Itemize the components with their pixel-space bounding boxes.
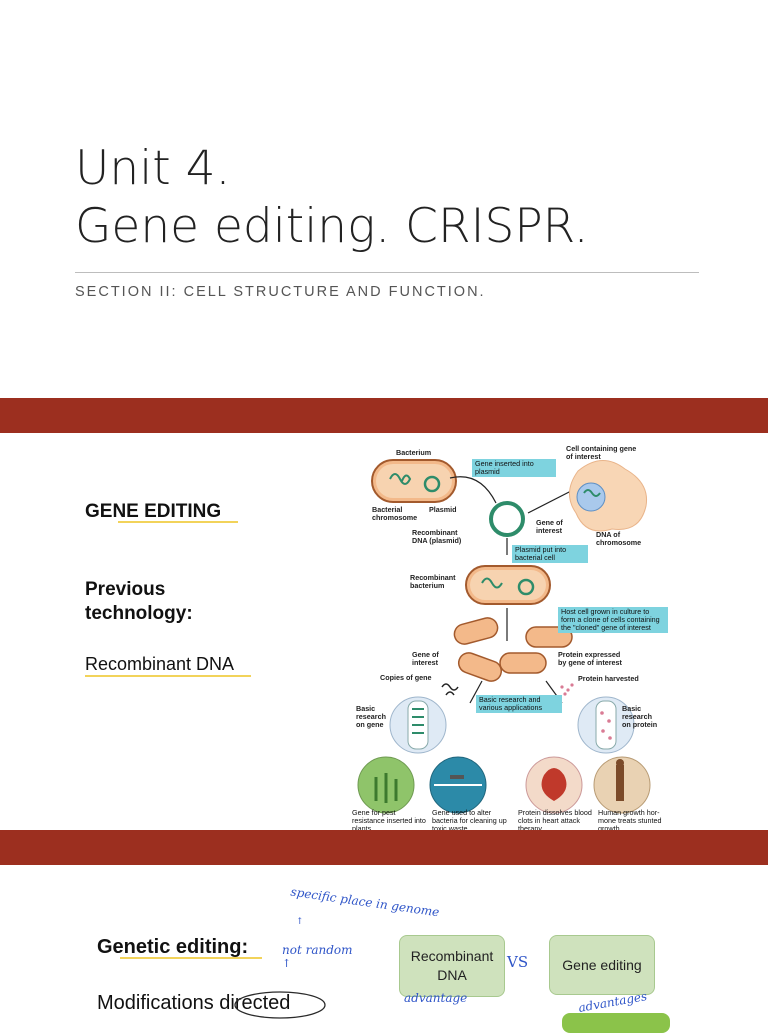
- label-recombinant-bacterium: Recombinant bacterium: [410, 573, 456, 590]
- slide2-heading: GENE EDITING: [85, 501, 222, 522]
- label-recombinant-dna: Recombinant DNA (plasmid): [412, 528, 462, 545]
- label-basic-research-protein: Basic research on protein: [622, 704, 658, 729]
- highlight-underline-2: [85, 675, 251, 677]
- label-protein-harvested: Protein harvested: [578, 674, 639, 683]
- partial-green-box: [562, 1013, 670, 1033]
- previous-line-1: Previous: [85, 579, 166, 600]
- label-copies-of-gene: Copies of gene: [380, 673, 432, 682]
- step-4-callout: Basic research and various applications: [476, 695, 562, 713]
- slide3-heading: Genetic editing:: [97, 936, 249, 958]
- ink-specific-place: specific place in genome: [289, 884, 441, 920]
- ink-arrow-up-2: ↑: [282, 957, 292, 970]
- slide-title: Unit 4. Gene editing. CRISPR.: [75, 140, 589, 256]
- caption-toxic-waste: Gene used to alter bacteria for cleaning…: [432, 808, 507, 833]
- title-line-2: Gene editing. CRISPR.: [75, 199, 589, 254]
- slide-separator-bar: [0, 398, 768, 433]
- label-bacterium: Bacterium: [396, 448, 432, 457]
- gene-editing-box: Gene editing: [549, 935, 655, 995]
- label-gene-of-interest-2: Gene of interest: [412, 650, 439, 667]
- step-3-callout: Host cell grown in culture to form a clo…: [558, 607, 668, 633]
- ink-arrow-up: ↑: [296, 917, 304, 927]
- previous-line-2: technology:: [85, 603, 193, 624]
- recombinant-dna-text: Recombinant DNA: [85, 654, 235, 674]
- label-protein-expressed: Protein expressed by gene of interest: [558, 650, 622, 667]
- caption-pest-resistance: Gene for pest resistance inserted into p…: [352, 808, 426, 833]
- caption-blood-clots: Protein dissolves blood clots in heart a…: [518, 808, 592, 833]
- title-slide: Unit 4. Gene editing. CRISPR. SECTION II…: [0, 0, 768, 398]
- step-1-callout: Gene inserted into plasmid: [472, 459, 556, 477]
- slide-separator-bar-2: [0, 830, 768, 865]
- ink-not-random: not random: [282, 943, 353, 957]
- ink-advantage: advantage: [404, 991, 468, 1005]
- vs-ink: VS: [507, 953, 529, 971]
- genetic-editing-slide: Genetic editing: Modifications directed …: [0, 865, 768, 1033]
- circled-word-ink: [234, 991, 326, 1019]
- previous-technology: Previous technology:: [85, 578, 193, 626]
- label-gene-of-interest: Gene of interest: [536, 518, 563, 535]
- highlight-underline: [118, 521, 238, 523]
- caption-growth-hormone: Human growth hor- mone treats stunted gr…: [598, 808, 662, 833]
- recombinant-dna-box: Recombinant DNA: [399, 935, 505, 997]
- slide-subtitle: SECTION II: CELL STRUCTURE AND FUNCTION.: [75, 284, 486, 300]
- label-bacterial-chromosome: Bacterial chromosome: [372, 505, 418, 522]
- step-2-callout: Plasmid put into bacterial cell: [512, 545, 588, 563]
- label-plasmid: Plasmid: [429, 505, 457, 514]
- highlight-underline-3: [120, 957, 262, 959]
- title-line-1: Unit 4.: [75, 141, 231, 196]
- label-dna-of-chromosome: DNA of chromosome: [596, 530, 642, 547]
- label-cell-containing: Cell containing gene of interest: [566, 444, 637, 461]
- gene-editing-slide: GENE EDITING Previous technology: Recomb…: [0, 433, 768, 833]
- label-basic-research-gene: Basic research on gene: [356, 704, 386, 729]
- title-rule: [75, 272, 699, 273]
- recombinant-dna-diagram: Bacterium Cell containing gene of intere…: [350, 441, 680, 839]
- diagram-graphics: [357, 459, 651, 814]
